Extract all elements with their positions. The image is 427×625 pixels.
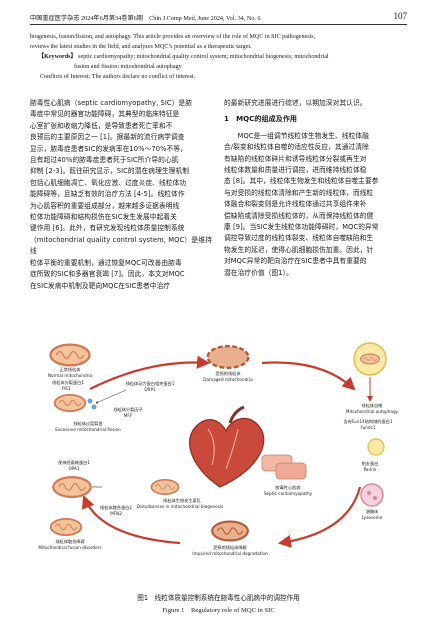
label-fis1: FIS1 [62, 386, 71, 391]
abstract-line-2: reviews the latest studies in the field,… [30, 44, 252, 50]
label-sic-zh: 脓毒性心肌病 [275, 484, 300, 491]
figure-caption-en: Figure 1 Regulatory role of MQC in SIC [162, 607, 275, 614]
label-impaired-zh: 受损的线粒体降解 [213, 544, 247, 551]
body-line: 包括心肌细胞凋亡、氧化应激、过度炎症、线粒体功 [30, 178, 187, 187]
label-normal-en: Normal mitochondria [48, 373, 93, 378]
body-line: 体融合和裂变则是允许线粒体通过共享组件来补 [224, 200, 367, 209]
conflicts-statement: Conflicts of Interest: The authors decla… [40, 74, 196, 80]
damaged-mitochondria-icon [206, 344, 250, 370]
keywords-text: septic cardiomyopathy; mitochondrial qua… [78, 54, 329, 60]
flow-arrow [261, 361, 356, 391]
keywords: 【Keywords】 septic cardiomyopathy; mitoch… [38, 53, 407, 62]
body-line: 显示，脓毒症患者SIC的发病率在10%～70%不等， [30, 144, 187, 153]
body-line: 在SIC发病中机制及靶向MQC在SIC患者中治疗 [30, 281, 171, 290]
body-line: 为心肌容积的重要组成部分，越来越多证据表明线 [30, 201, 180, 210]
body-line: 且有超过40%的脓毒症患者死于SIC所介导的心肌 [30, 156, 179, 165]
label-excessive-en: Excessive mitochondrial fission [55, 427, 121, 432]
abstract-line-1: biogenesis, fusion/fission, and autophag… [30, 34, 316, 40]
body-line: 态 [8]。其中，线粒体生物发生和线粒体自噬主要参 [224, 177, 379, 186]
label-mfn2-zh: 线粒体融合蛋白2 [100, 504, 132, 511]
label-parkin-zh: 帕金蛋白 [362, 460, 379, 467]
label-fusion-disorders-zh: 线粒体融合障碍 [55, 538, 85, 545]
heart-icon [189, 405, 265, 488]
cardiomyocyte-icon [275, 462, 307, 480]
label-mfn2: MFN2 [110, 511, 122, 516]
body-line: 键作用 [6]。此外，有研究发现线粒体质量控制系统 [30, 224, 185, 233]
body-line: 毒症中常见的器官功能障碍，其典型的临床特征是 [30, 110, 180, 119]
label-impaired-en: Impaired mitochondrial degradation [192, 551, 268, 556]
label-fundc1: Fundc1 [360, 425, 375, 430]
drp1-protein-icon [87, 398, 93, 404]
flow-arrow [81, 494, 181, 545]
label-lysosome-en: Lysosome [362, 515, 383, 520]
label-excessive-zh: 线粒体过度裂变 [73, 420, 102, 427]
label-fis1-zh: 线粒体分裂蛋白1 [52, 379, 84, 386]
label-parkin: Parkin [364, 467, 377, 472]
label-opa1-zh: 视神经萎缩蛋白1 [58, 459, 90, 466]
label-normal-zh: 正常线粒体 [60, 366, 82, 373]
body-line: （mitochondrial quality control system, M… [30, 235, 212, 256]
body-line: 偿缺陷或清除受损线粒体的，从而保持线粒体的健 [224, 211, 374, 220]
body-line: 的最新研究进展进行综述，以期加深对其认识。 [224, 99, 367, 107]
label-biogenesis-en: Disturbances in mitochondrial biogenesis [137, 504, 224, 509]
body-line: 线粒体数量和质量进行调控，进而维持线粒体稳 [224, 166, 367, 175]
label-fusion-disorders-en: Mitochondrial fusion disorders [38, 545, 101, 550]
body-line: 心室扩张和收缩力降低，是导致患者死亡率和不 [30, 121, 173, 130]
label-fundc1-zh: 含有Fun14结构域的蛋白1 [344, 418, 393, 425]
body-line: 粒体功能障碍和结构损伤在SIC发生发展中起着关 [30, 213, 177, 222]
body-line: 良预后的主要原因之一 [1]。据最新的流行病学调查 [30, 133, 185, 142]
section-heading: 1 MQC的组成及作用 [224, 115, 298, 124]
page-number: 107 [393, 11, 408, 21]
mqc-diagram: 正常线粒体 Normal mitochondria 线粒体分裂蛋白1 FIS1 … [38, 342, 399, 556]
label-autophagy-en: Mitochondrial autophagy [346, 409, 399, 414]
left-column: 脓毒性心肌病（septic cardiomyopathy, SIC）是脓 毒症中… [30, 98, 212, 292]
body-line: 能障碍等，且缺乏有效的治疗方法 [4-5]。线粒体作 [30, 190, 185, 199]
fusion-mitochondria-icon [52, 476, 92, 498]
impaired-mitochondria-icon [211, 520, 249, 542]
flow-arrow [89, 355, 211, 390]
lysosome-icon [360, 483, 384, 507]
drp1-protein-icon [91, 404, 97, 410]
normal-mitochondria-icon [49, 343, 91, 367]
body-line: 粒体平衡的重要机制，通过恢复MQC可改善由脓毒 [30, 258, 182, 267]
label-lysosome-zh: 溶酶体 [366, 508, 379, 515]
label-sic-en: Septic cardiomyopathy [264, 491, 313, 496]
label-autophagy-zh: 线粒体自噬 [362, 402, 384, 409]
body-line: 脓毒性心肌病（septic cardiomyopathy, SIC）是脓 [30, 99, 193, 107]
body-line: 抑制 [2-3]。既往研究显示，SIC的潜在病理生理机制 [30, 167, 190, 176]
running-header: 中国重症医学杂志 2024年6月第34卷第6期 Chin J Comp Med,… [30, 11, 407, 23]
label-biogenesis-zh: 线粒体生物发生紊乱 [163, 497, 202, 504]
body-line: 调控导致过度的线粒体裂变、线粒体自噬缺陷和生 [224, 234, 374, 243]
journal-citation: 中国重症医学杂志 2024年6月第34卷第6期 Chin J Comp Med,… [30, 15, 261, 22]
label-damaged-zh: 受损的线粒体 [215, 370, 241, 377]
label-opa1: OPA1 [68, 466, 79, 471]
flow-arrow [277, 486, 362, 548]
figure-caption-zh: 图1 线粒体质量控制系统在脓毒性心肌病中的调控作用 [137, 594, 300, 602]
body-line: 与对受损的线粒体清除和产生新的线粒体，而线粒 [224, 188, 374, 197]
label-mff-zh: 线粒体分裂因子 [113, 406, 142, 413]
keywords-continued: fusion and fission; mitochondrial autoph… [74, 64, 182, 70]
label-damaged-en: Damaged mitochondria [203, 377, 253, 382]
label-drp1: DRP1 [144, 387, 156, 392]
figure-1: 正常线粒体 Normal mitochondria 线粒体分裂蛋白1 FIS1 … [30, 337, 407, 559]
label-drp1-zh: 线粒体动力蛋白相关蛋白1 [126, 380, 175, 387]
body-line: 物发生的延迟，使得心肌细胞损伤加重。因此，针 [224, 245, 374, 254]
fission-mitochondria-icon [53, 393, 87, 413]
body-line: MQC是一组调节线粒体生物发生、线粒体融 [224, 131, 369, 140]
body-line: 潜在治疗价值（图1）。 [224, 268, 293, 277]
body-line: 症所致的SIC和多器官衰竭 [7]。因此，本文对MQC [30, 270, 185, 279]
autophagosome-small-icon [367, 438, 385, 456]
keywords-label: 【Keywords】 [38, 54, 77, 60]
label-mff: MFF [124, 413, 133, 418]
body-line: 合/裂变和线粒体自噬的适应性反应，其通过清除 [224, 143, 369, 152]
right-column: 的最新研究进展进行综述，以期加深对其认识。 1 MQC的组成及作用 MQC是一组… [224, 98, 407, 279]
body-line: 有缺陷的线粒体碎片和诱导线粒体分裂或再生对 [224, 154, 367, 163]
header-rule [30, 24, 407, 25]
body-line: 对MQC异常的靶向治疗在SIC患者中具有重要的 [224, 257, 367, 266]
body-line: 康 [9]。当SIC发生线粒体功能障碍时，MQC的异常 [224, 223, 379, 232]
